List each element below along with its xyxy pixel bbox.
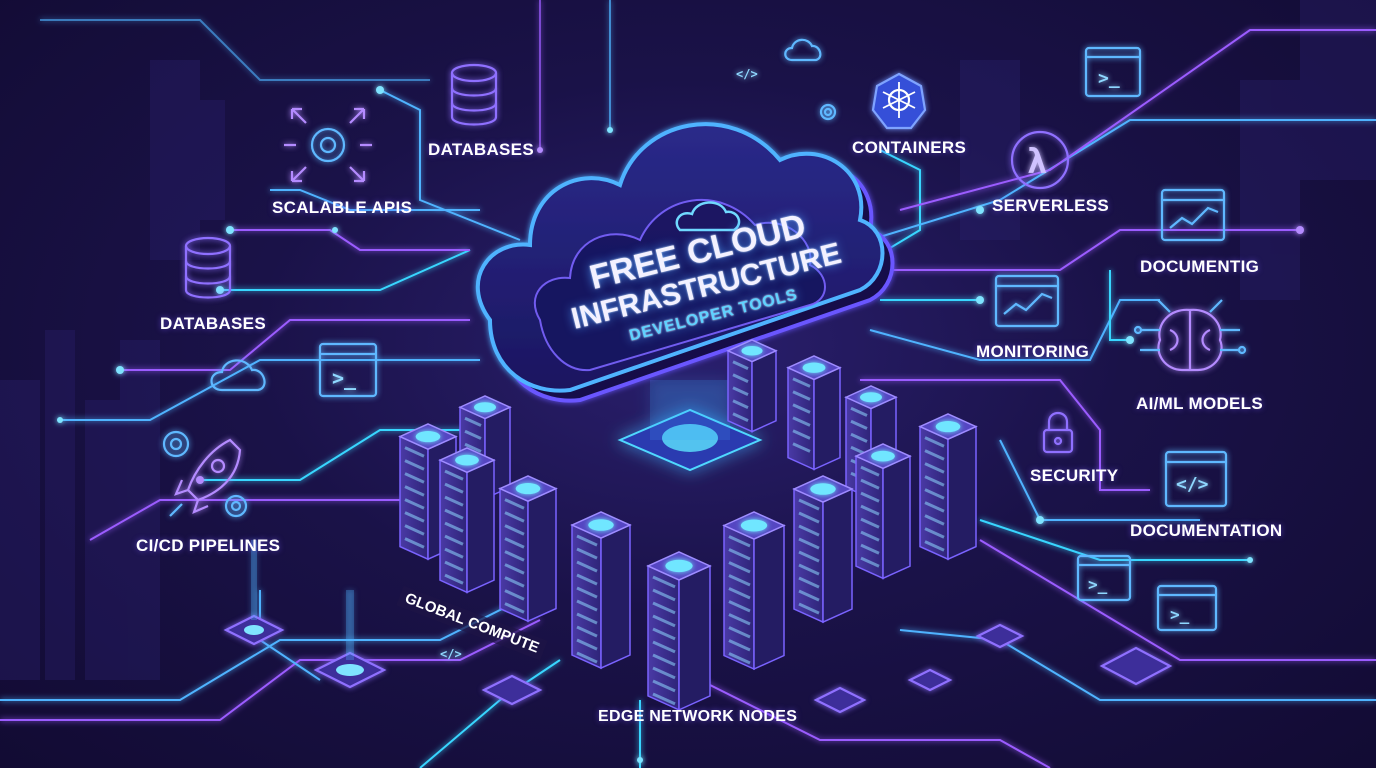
label-edge-network-nodes: EDGE NETWORK NODES: [598, 708, 798, 725]
server-rack-icon: [854, 443, 912, 580]
code-tag-glyph: </>: [736, 67, 758, 81]
server-rack-icon: [570, 511, 632, 670]
cloud-icon: [210, 359, 266, 392]
gear-icon: [224, 494, 248, 518]
server-rack-icon: [786, 355, 842, 471]
code-tag-glyph: </>: [440, 647, 462, 661]
terminal-icon: [318, 342, 378, 398]
terminal-prompt-glyph: >_: [332, 366, 357, 390]
gear-arrows-icon: [284, 107, 372, 183]
terminal-prompt-glyph: >_: [1170, 605, 1190, 624]
server-rack-icon: [722, 511, 786, 671]
label-databases-top: DATABASES: [428, 140, 534, 159]
server-rack-icon: [646, 551, 712, 712]
central-hub: [617, 380, 763, 472]
code-tag-glyph: </>: [1176, 474, 1209, 495]
database-icon: [184, 236, 232, 299]
gear-icon: [162, 430, 190, 458]
edge-node-icon: [1099, 646, 1173, 686]
edge-node-icon: [481, 674, 543, 706]
terminal-icon: [1084, 46, 1142, 98]
gear-icon: [819, 103, 837, 121]
background-buildings: [0, 0, 1376, 680]
server-racks: [398, 339, 978, 712]
edge-node-icon: [975, 623, 1025, 649]
lambda-icon: [1010, 130, 1070, 190]
label-scalable-apis: SCALABLE APIS: [272, 198, 413, 217]
server-rack-icon: [498, 475, 558, 623]
terminal-prompt-glyph: >_: [1088, 575, 1108, 594]
edge-node-icon: [907, 668, 953, 692]
circuit-nodes: [57, 86, 1304, 763]
label-monitoring: MONITORING: [976, 342, 1090, 361]
icons: [162, 38, 1247, 714]
server-rack-icon: [918, 413, 978, 561]
terminal-prompt-glyph: >_: [1098, 68, 1120, 89]
label-containers: CONTAINERS: [852, 138, 967, 157]
lambda-glyph: λ: [1027, 142, 1047, 182]
server-rack-icon: [726, 339, 778, 433]
edge-node-icon: [813, 686, 867, 714]
edge-node-icon: [223, 540, 285, 646]
line-chart-icon: [994, 274, 1060, 328]
lock-icon: [1042, 411, 1074, 454]
server-rack-icon: [438, 447, 496, 594]
glyph-texts: λ >_ >_ >_ >_ </> </> </>: [332, 67, 1209, 661]
terminal-icon: [1076, 554, 1132, 602]
brain-icon: [1133, 299, 1247, 372]
label-documentation: DOCUMENTATION: [1130, 521, 1283, 540]
rocket-icon: [169, 438, 242, 517]
label-ci-cd-pipelines: CI/CD PIPELINES: [136, 536, 281, 555]
cloud-inner-icon: [675, 201, 741, 232]
cloud-icon: [784, 38, 822, 62]
terminal-icon: [1156, 584, 1218, 632]
label-serverless: SERVERLESS: [992, 196, 1110, 215]
kubernetes-wheel-icon: [871, 72, 927, 130]
label-security: SECURITY: [1030, 466, 1119, 485]
line-chart-icon: [1160, 188, 1226, 242]
server-rack-icon: [792, 475, 854, 624]
edge-node-icon: [313, 590, 387, 689]
central-cloud: [475, 122, 895, 403]
label-ai-ml-models: AI/ML MODELS: [1136, 394, 1264, 413]
label-documentig: DOCUMENTIG: [1140, 257, 1260, 276]
label-databases-left: DATABASES: [160, 314, 266, 333]
database-icon: [450, 63, 498, 126]
code-tag-icon: [1164, 450, 1228, 508]
